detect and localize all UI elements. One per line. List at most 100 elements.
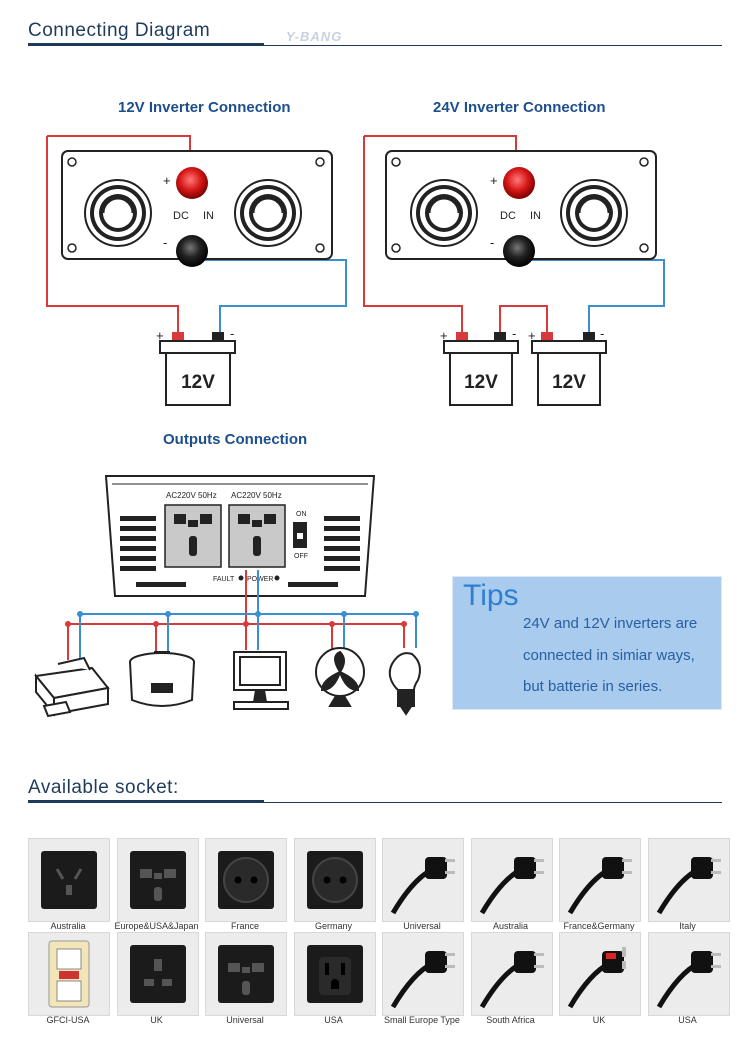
inverter-12v: + - DC IN [46, 135, 347, 337]
socket-label: Germany [314, 921, 352, 931]
socket-tile [116, 932, 199, 1016]
dc-label: DC [500, 210, 516, 222]
tips-box: Tips 24V and 12V inverters are connected… [452, 576, 722, 710]
socket-label: Australia [50, 921, 86, 931]
fan-vent-icon [83, 178, 153, 248]
tips-title: Tips [463, 579, 519, 612]
sockets-rule [264, 802, 722, 803]
gfci-socket-icon [48, 940, 90, 1008]
universal-plug-icon [390, 857, 455, 915]
battery-24v-second: + - 12V [528, 326, 607, 406]
usa-socket-icon [306, 945, 363, 1003]
fault-label: FAULT [213, 576, 235, 583]
socket-tile [559, 932, 641, 1016]
negative-terminal-knob [176, 235, 208, 267]
fan-vent-icon [559, 178, 629, 248]
socket-tile [116, 838, 199, 922]
socket-label: GFCI-USA [46, 1015, 90, 1025]
italy-plug-icon [656, 857, 721, 915]
diagram-title-12v: 12V Inverter Connection [118, 99, 291, 116]
tips-line-1: 24V and 12V inverters are [523, 615, 698, 632]
universal-socket-icon [218, 945, 274, 1003]
socket-label: USA [324, 1015, 343, 1025]
light-bulb-icon [388, 652, 421, 716]
socket-rating-label: AC220V 50Hz [231, 491, 282, 500]
australia-socket-icon [41, 851, 97, 909]
inverter-outputs-panel: AC220V 50Hz AC220V 50Hz ON OFF FAULT POW… [104, 475, 376, 597]
uk-plug-icon [567, 947, 626, 1009]
ac-outlet-icon [164, 504, 222, 568]
battery-24v-first: + - 12V [440, 326, 519, 406]
printer-icon [34, 656, 110, 718]
socket-tile [28, 838, 110, 922]
battery-minus: - [230, 326, 234, 341]
universal-socket-icon [129, 851, 186, 909]
diagram-title-24v: 24V Inverter Connection [433, 99, 606, 116]
france-germany-plug-icon [567, 857, 632, 915]
socket-label: Australia [492, 921, 528, 931]
title-rule [264, 45, 722, 46]
sockets-underline [28, 800, 264, 803]
battery-voltage-label: 12V [464, 372, 498, 393]
fan-vent-icon [409, 178, 479, 248]
diagram-title-outputs: Outputs Connection [163, 431, 308, 448]
battery-minus: - [600, 326, 604, 341]
socket-tile [293, 838, 376, 922]
battery-minus: - [512, 326, 516, 341]
in-label: IN [203, 210, 214, 222]
negative-terminal-knob [503, 235, 535, 267]
switch-on-label: ON [296, 511, 307, 518]
positive-terminal-knob [176, 167, 208, 199]
socket-rating-label: AC220V 50Hz [166, 491, 217, 500]
socket-tile [382, 932, 464, 1016]
connection-diagrams: + - DC IN + - 12V + - DC IN + [34, 135, 665, 718]
usa-plug-icon [656, 951, 721, 1009]
socket-tile [470, 838, 553, 922]
socket-label: Italy [679, 921, 696, 931]
title-underline [28, 43, 264, 46]
section-title-connecting: Connecting Diagram [28, 20, 211, 41]
battery-12v: + - 12V [156, 326, 236, 406]
plus-sign: + [490, 173, 498, 188]
battery-plus: + [440, 328, 448, 343]
output-wiring [65, 570, 419, 660]
rice-cooker-icon [129, 651, 195, 707]
socket-tile [205, 932, 287, 1016]
fan-vent-icon [233, 178, 303, 248]
socket-label: USA [678, 1015, 697, 1025]
socket-label: Universal [226, 1015, 264, 1025]
section-title-sockets: Available socket: [28, 777, 179, 798]
socket-tile [382, 838, 464, 922]
socket-label: Europe&USA&Japan [114, 921, 199, 931]
australia-plug-icon [479, 857, 544, 915]
socket-tile [647, 838, 730, 922]
power-label: POWER [247, 576, 273, 583]
battery-plus: + [156, 328, 164, 343]
positive-terminal-knob [503, 167, 535, 199]
battery-plus: + [528, 328, 536, 343]
socket-tile [647, 932, 730, 1016]
socket-tile [470, 932, 553, 1016]
germany-socket-icon [306, 851, 363, 909]
socket-label: South Africa [486, 1015, 535, 1025]
battery-voltage-label: 12V [552, 372, 586, 393]
minus-sign: - [490, 235, 494, 250]
switch-off-label: OFF [294, 553, 308, 560]
tips-line-3: but batterie in series. [523, 678, 663, 695]
tips-line-2: connected in simiar ways, [523, 647, 695, 664]
in-label: IN [530, 210, 541, 222]
inverter-24v: + - DC IN [363, 135, 665, 337]
watermark-logo: Y-BANG [286, 29, 343, 44]
socket-label: Small Europe Type [384, 1015, 460, 1025]
socket-label: France&Germany [563, 921, 635, 931]
uk-socket-icon [129, 945, 186, 1003]
dc-label: DC [173, 210, 189, 222]
socket-label: UK [150, 1015, 163, 1025]
fan-icon [315, 647, 365, 707]
small-europe-plug-icon [390, 951, 455, 1009]
minus-sign: - [163, 235, 167, 250]
south-africa-plug-icon [479, 951, 544, 1009]
socket-label: Universal [403, 921, 441, 931]
computer-monitor-icon [233, 651, 289, 710]
socket-tile [293, 932, 376, 1016]
